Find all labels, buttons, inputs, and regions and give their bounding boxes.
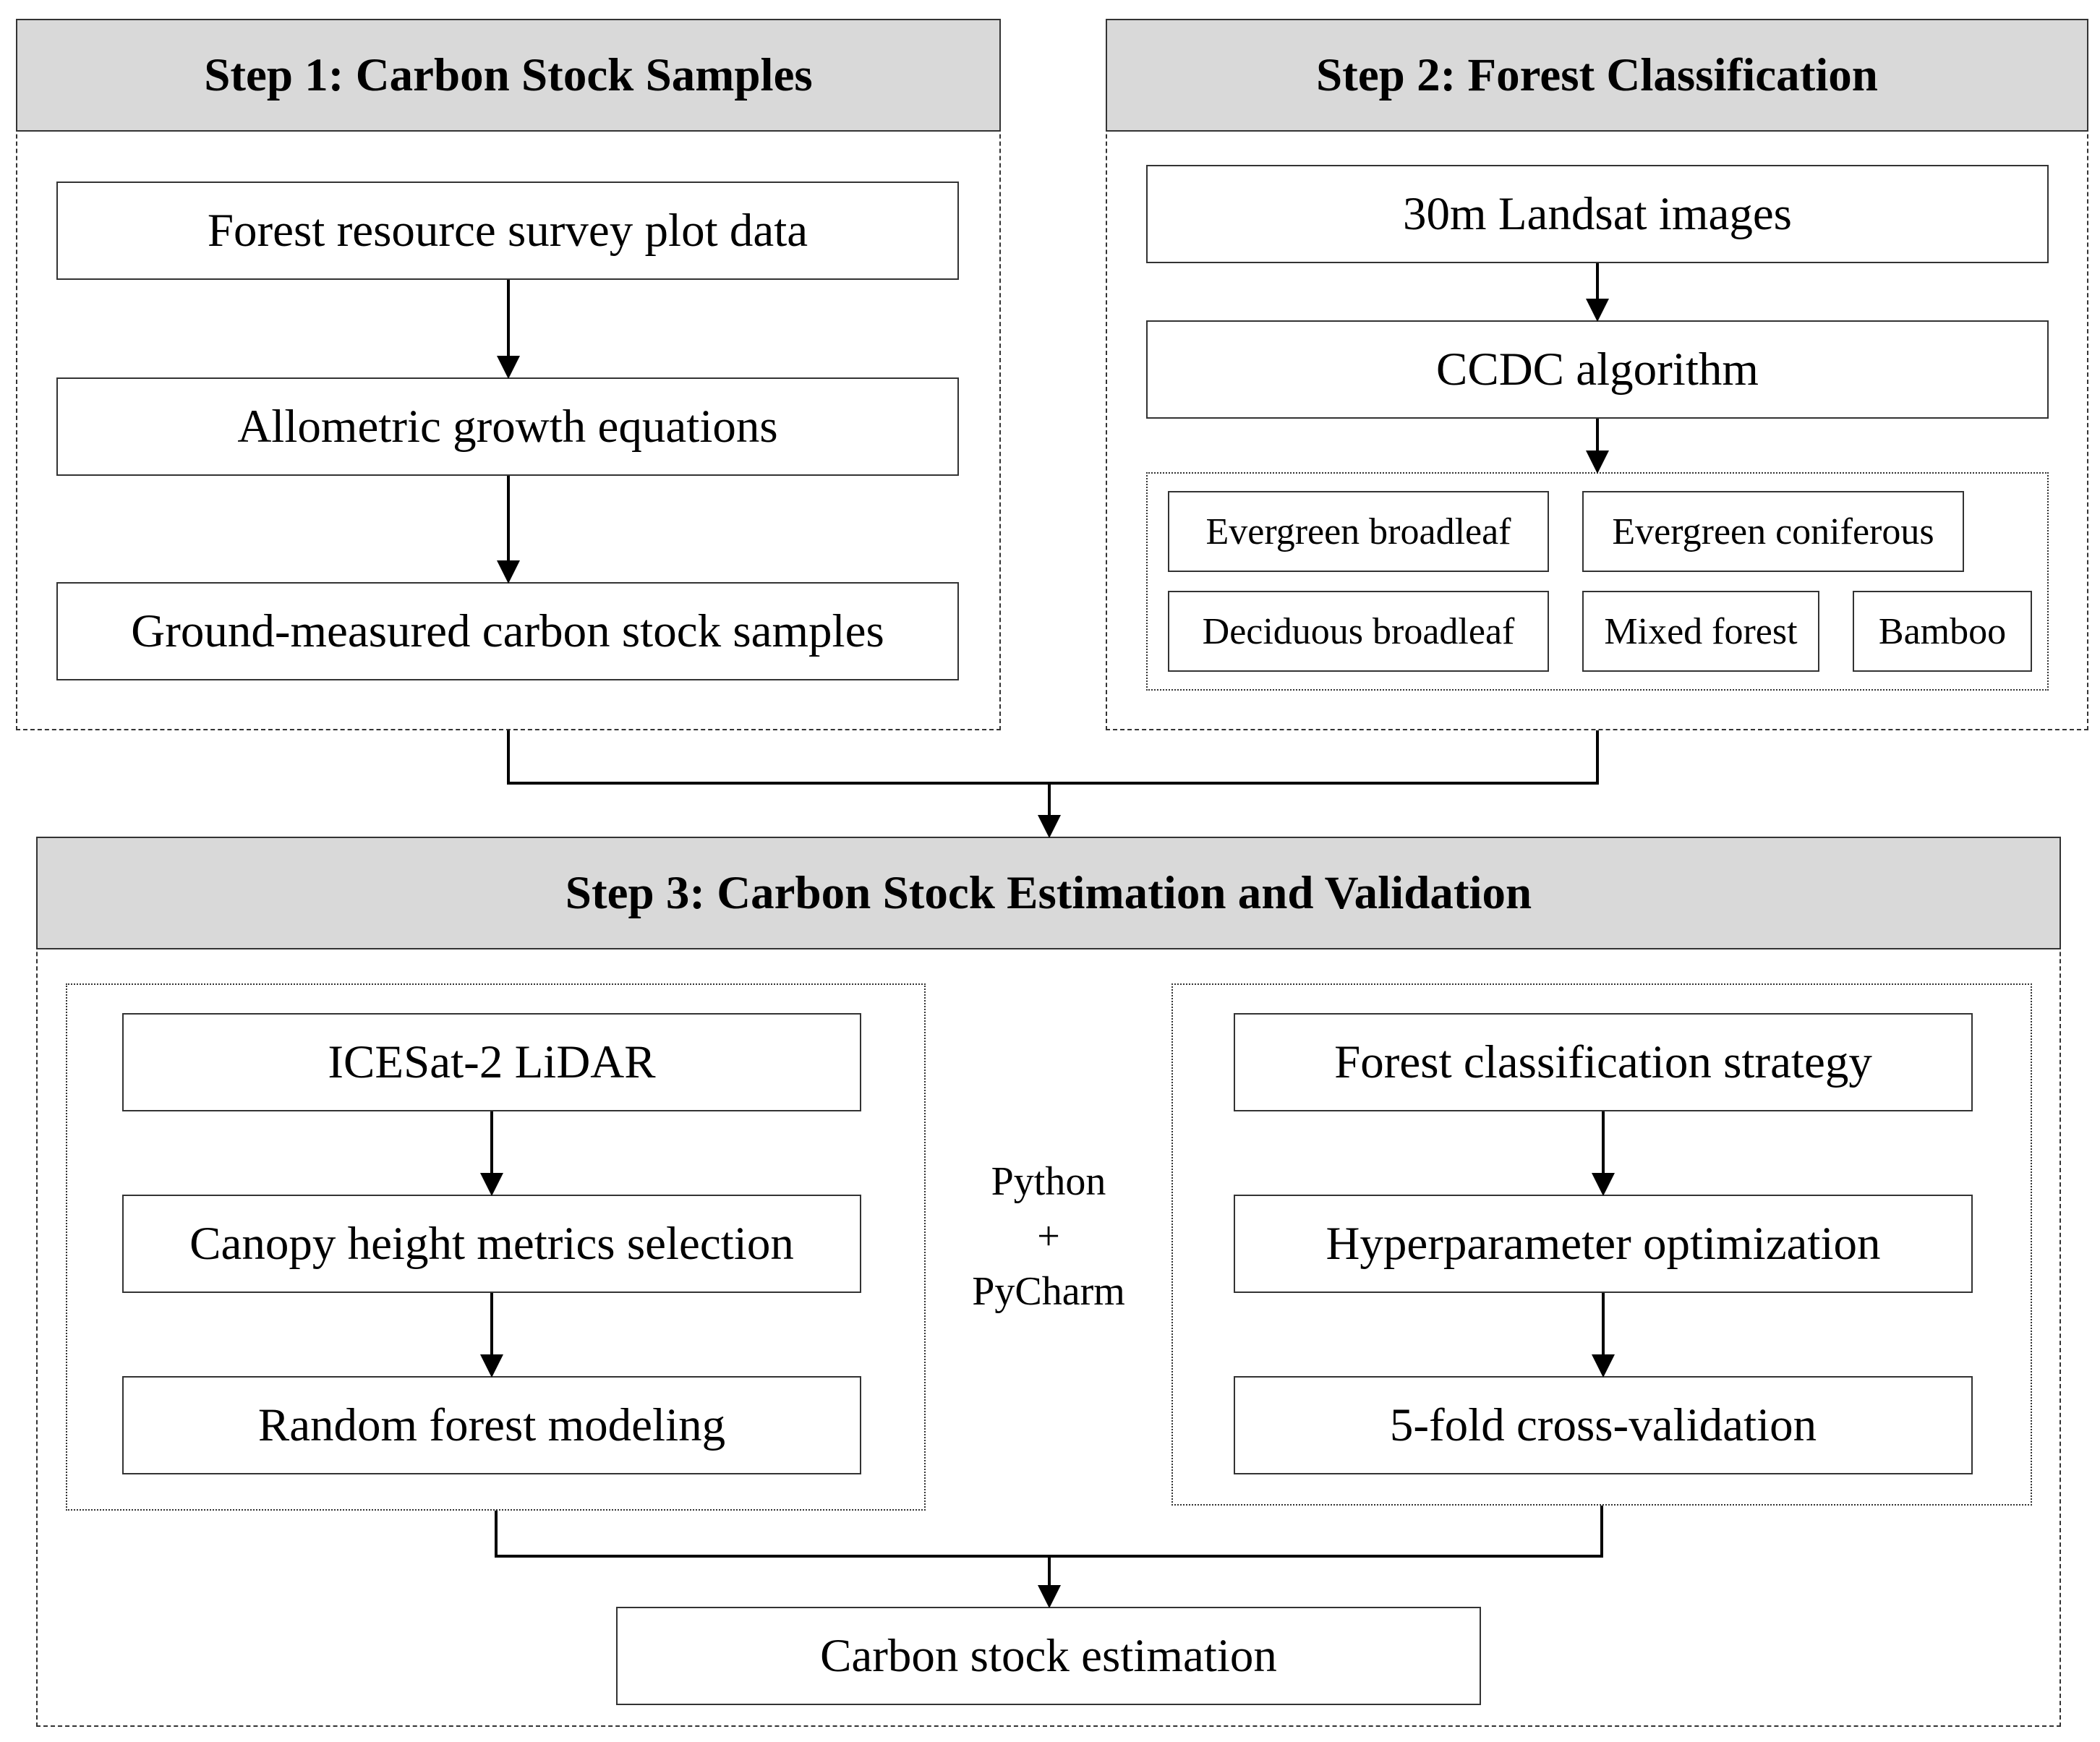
tool-plus: + <box>1037 1214 1060 1259</box>
random-forest-modeling-box: Random forest modeling <box>122 1376 861 1474</box>
step2-header: Step 2: Forest Classification <box>1106 19 2088 132</box>
mixed-forest-box: Mixed forest <box>1582 591 1819 672</box>
allometric-equations-box: Allometric growth equations <box>56 377 959 476</box>
landsat-images-box: 30m Landsat images <box>1146 165 2049 263</box>
carbon-stock-estimation-box: Carbon stock estimation <box>616 1607 1481 1705</box>
validation-group <box>1171 983 2032 1506</box>
icesat2-lidar-box: ICESat-2 LiDAR <box>122 1013 861 1111</box>
survey-plot-data-box: Forest resource survey plot data <box>56 182 959 280</box>
evergreen-broadleaf-box: Evergreen broadleaf <box>1168 491 1549 572</box>
step3-header: Step 3: Carbon Stock Estimation and Vali… <box>36 837 2061 949</box>
canopy-height-metrics-box: Canopy height metrics selection <box>122 1195 861 1293</box>
carbon-stock-samples-box: Ground-measured carbon stock samples <box>56 582 959 680</box>
ccdc-algorithm-box: CCDC algorithm <box>1146 320 2049 419</box>
evergreen-coniferous-box: Evergreen coniferous <box>1582 491 1964 572</box>
tool-pycharm: PyCharm <box>972 1269 1125 1314</box>
cross-validation-box: 5-fold cross-validation <box>1234 1376 1973 1474</box>
classification-strategy-box: Forest classification strategy <box>1234 1013 1973 1111</box>
tools-label: Python + PyCharm <box>933 1150 1164 1323</box>
deciduous-broadleaf-box: Deciduous broadleaf <box>1168 591 1549 672</box>
step1-header: Step 1: Carbon Stock Samples <box>16 19 1001 132</box>
hyperparameter-optimization-box: Hyperparameter optimization <box>1234 1195 1973 1293</box>
connector-step1-step2 <box>507 730 1599 785</box>
tool-python: Python <box>991 1159 1106 1204</box>
bamboo-box: Bamboo <box>1853 591 2032 672</box>
